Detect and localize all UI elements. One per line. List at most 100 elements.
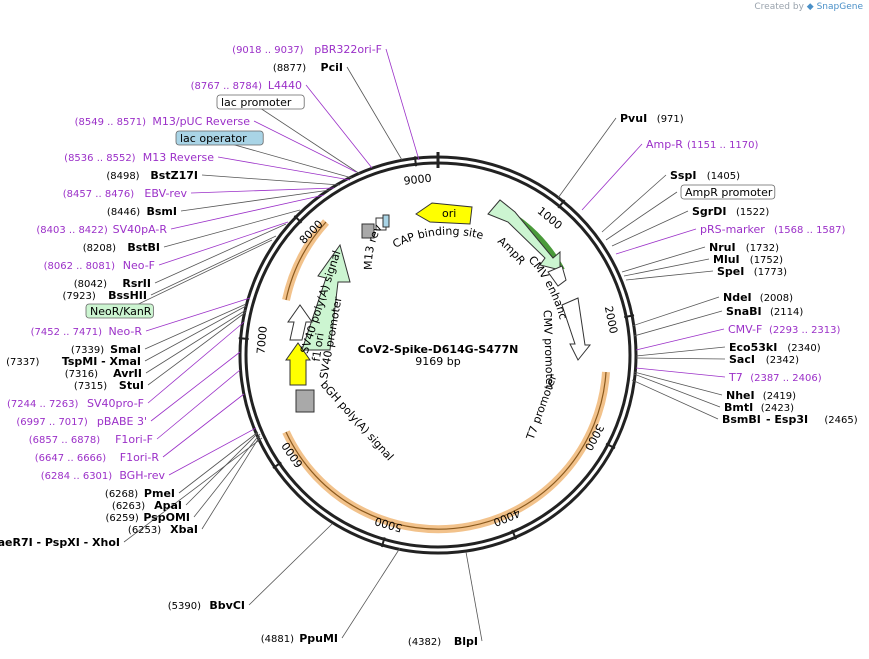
label-eco53ki[interactable]: Eco53kI(2340) [729, 341, 821, 354]
label-ampr[interactable]: Amp-R(1151 .. 1170) [646, 138, 759, 151]
label-name: SgrDI [692, 205, 726, 218]
sv40-promoter-feature[interactable] [287, 304, 313, 341]
label-blpi[interactable]: BlpI(4382) [408, 635, 478, 648]
tick-mark [293, 215, 303, 224]
plasmid-size: 9169 bp [415, 355, 460, 368]
label-sv40pro[interactable]: SV40pro-F(7244 .. 7263) [7, 397, 144, 410]
label-sgrdi[interactable]: SgrDI(1522) [692, 205, 769, 218]
label-rsrii[interactable]: RsrII(8042) [74, 277, 151, 290]
label-name: Neo-R [108, 325, 142, 338]
label-name: NeoR/KanR [90, 305, 152, 318]
label-paer7i[interactable]: PaeR7I - PspXI - XhoI(6247) [0, 536, 120, 549]
label-m13rev[interactable]: M13 Reverse(8536 .. 8552) [64, 151, 214, 164]
label-neof[interactable]: Neo-F(8062 .. 8081) [44, 259, 155, 272]
leader-line [193, 433, 261, 518]
label-avrii[interactable]: AvrII(7316) [65, 367, 142, 380]
label-position: (2419) [763, 391, 796, 402]
label-position: (6997 .. 7017) [16, 417, 88, 428]
label-stui[interactable]: StuI(7315) [74, 379, 144, 392]
label-position: (4881) [261, 634, 294, 645]
label-name: SmaI [110, 343, 141, 356]
label-pcii[interactable]: PciI(8877) [273, 61, 343, 74]
label-bbvci[interactable]: BbvCI(5390) [168, 599, 245, 612]
label-bsmi[interactable]: BsmI(8446) [107, 205, 177, 218]
label-position: (2114) [770, 307, 803, 318]
leader-line [217, 156, 351, 181]
label-name: PpuMI [299, 632, 338, 645]
leader-line [170, 194, 325, 230]
leader-line [557, 117, 617, 199]
label-ppumi[interactable]: PpuMI (4881) [261, 632, 338, 645]
label-sv40par[interactable]: SV40pA-R(8403 .. 8422) [36, 223, 167, 236]
label-bmti[interactable]: BmtI(2423) [724, 401, 794, 414]
label-pmei[interactable]: PmeI(6268) [105, 487, 175, 500]
label-spei[interactable]: SpeI(1773) [717, 265, 787, 278]
label-name: StuI [119, 379, 144, 392]
label-t7[interactable]: T7(2387 .. 2406) [728, 371, 822, 384]
label-name: lac promoter [221, 96, 292, 109]
leader-line [635, 328, 725, 351]
label-bstz17i[interactable]: BstZ17I(8498) [106, 169, 198, 182]
ampr-promoter-feature[interactable] [547, 265, 567, 287]
label-pbr322ori[interactable]: pBR322ori-F(9018 .. 9037) [232, 43, 382, 56]
leader-line [305, 84, 373, 169]
sv40-polya-feature[interactable] [301, 243, 351, 351]
label-bstbi[interactable]: BstBI(8208) [83, 241, 160, 254]
label-snabi[interactable]: SnaBI(2114) [726, 305, 803, 318]
f1-ori-feature[interactable] [285, 342, 311, 386]
bgh-polya-feature[interactable] [295, 389, 315, 413]
label-bsshii[interactable]: BssHII(7923) [63, 289, 147, 302]
leader-line [168, 427, 257, 476]
leader-line [178, 431, 259, 494]
leader-line [346, 66, 403, 161]
label-f1orir[interactable]: F1ori-R(6647 .. 6666) [35, 451, 160, 464]
label-pbabe[interactable]: pBABE 3'(6997 .. 7017) [16, 415, 147, 428]
label-pspomi[interactable]: PspOMI(6259) [106, 511, 190, 524]
m13-feature[interactable] [361, 223, 375, 239]
label-nhei[interactable]: NheI(2419) [726, 389, 796, 402]
leader-line [635, 367, 726, 378]
ampr-feature[interactable] [487, 199, 561, 271]
leader-line [248, 523, 333, 606]
label-neor[interactable]: Neo-R(7452 .. 7471) [31, 325, 143, 338]
label-m13puc[interactable]: M13/pUC Reverse(8549 .. 8571) [75, 115, 251, 128]
label-smai[interactable]: SmaI(7339) [71, 343, 141, 356]
label-cmvf[interactable]: CMV-F(2293 .. 2313) [728, 323, 841, 336]
leader-line [201, 435, 261, 530]
label-name: XbaI [170, 523, 198, 536]
label-ebvrev[interactable]: EBV-rev(8457 .. 8476) [63, 187, 188, 200]
label-lacprom[interactable]: lac promoter [216, 94, 305, 110]
tick-mark [238, 337, 249, 340]
label-mlui[interactable]: MluI(1752) [713, 253, 783, 266]
label-name: PciI [321, 61, 343, 74]
label-bghrev[interactable]: BGH-rev(6284 .. 6301) [41, 469, 166, 482]
label-name: Eco53kI [729, 341, 777, 354]
label-position: (6259) [106, 513, 139, 524]
label-l4440[interactable]: L4440(8767 .. 8784) [191, 79, 302, 92]
leader-line [621, 246, 706, 273]
label-sspi[interactable]: SspI(1405) [670, 169, 740, 182]
label-amprprom[interactable]: AmpR promoter [680, 184, 776, 200]
label-prsmarker[interactable]: pRS-marker(1568 .. 1587) [700, 223, 846, 236]
label-neokan[interactable]: NeoR/KanR [85, 303, 154, 319]
label-bsmbi[interactable]: BsmBI- Esp3I(2465) [722, 413, 858, 426]
label-lacop[interactable]: lac operator [175, 130, 264, 146]
label-name: NruI [709, 241, 736, 254]
label-name: BsmI [147, 205, 178, 218]
label-xbai[interactable]: XbaI(6253) [128, 523, 198, 536]
label-name: SacI [729, 353, 755, 366]
label-nrui[interactable]: NruI(1732) [709, 241, 779, 254]
label-apai[interactable]: ApaI(6263) [112, 499, 182, 512]
label-tspmi[interactable]: TspMI - XmaI(7337) [6, 355, 141, 368]
label-f1orif[interactable]: F1ori-F(6857 .. 6878) [29, 433, 153, 446]
ori-feature[interactable] [415, 202, 473, 225]
leader-line [631, 379, 719, 420]
leader-line [623, 258, 710, 277]
lac-operator-feature[interactable] [382, 214, 390, 228]
cmv-feature[interactable] [561, 297, 592, 361]
label-name: M13/pUC Reverse [152, 115, 250, 128]
label-pvui[interactable]: PvuI(971) [620, 112, 684, 125]
label-position: (2293 .. 2313) [769, 325, 841, 336]
label-saci[interactable]: SacI(2342) [729, 353, 799, 366]
label-ndei[interactable]: NdeI(2008) [723, 291, 793, 304]
